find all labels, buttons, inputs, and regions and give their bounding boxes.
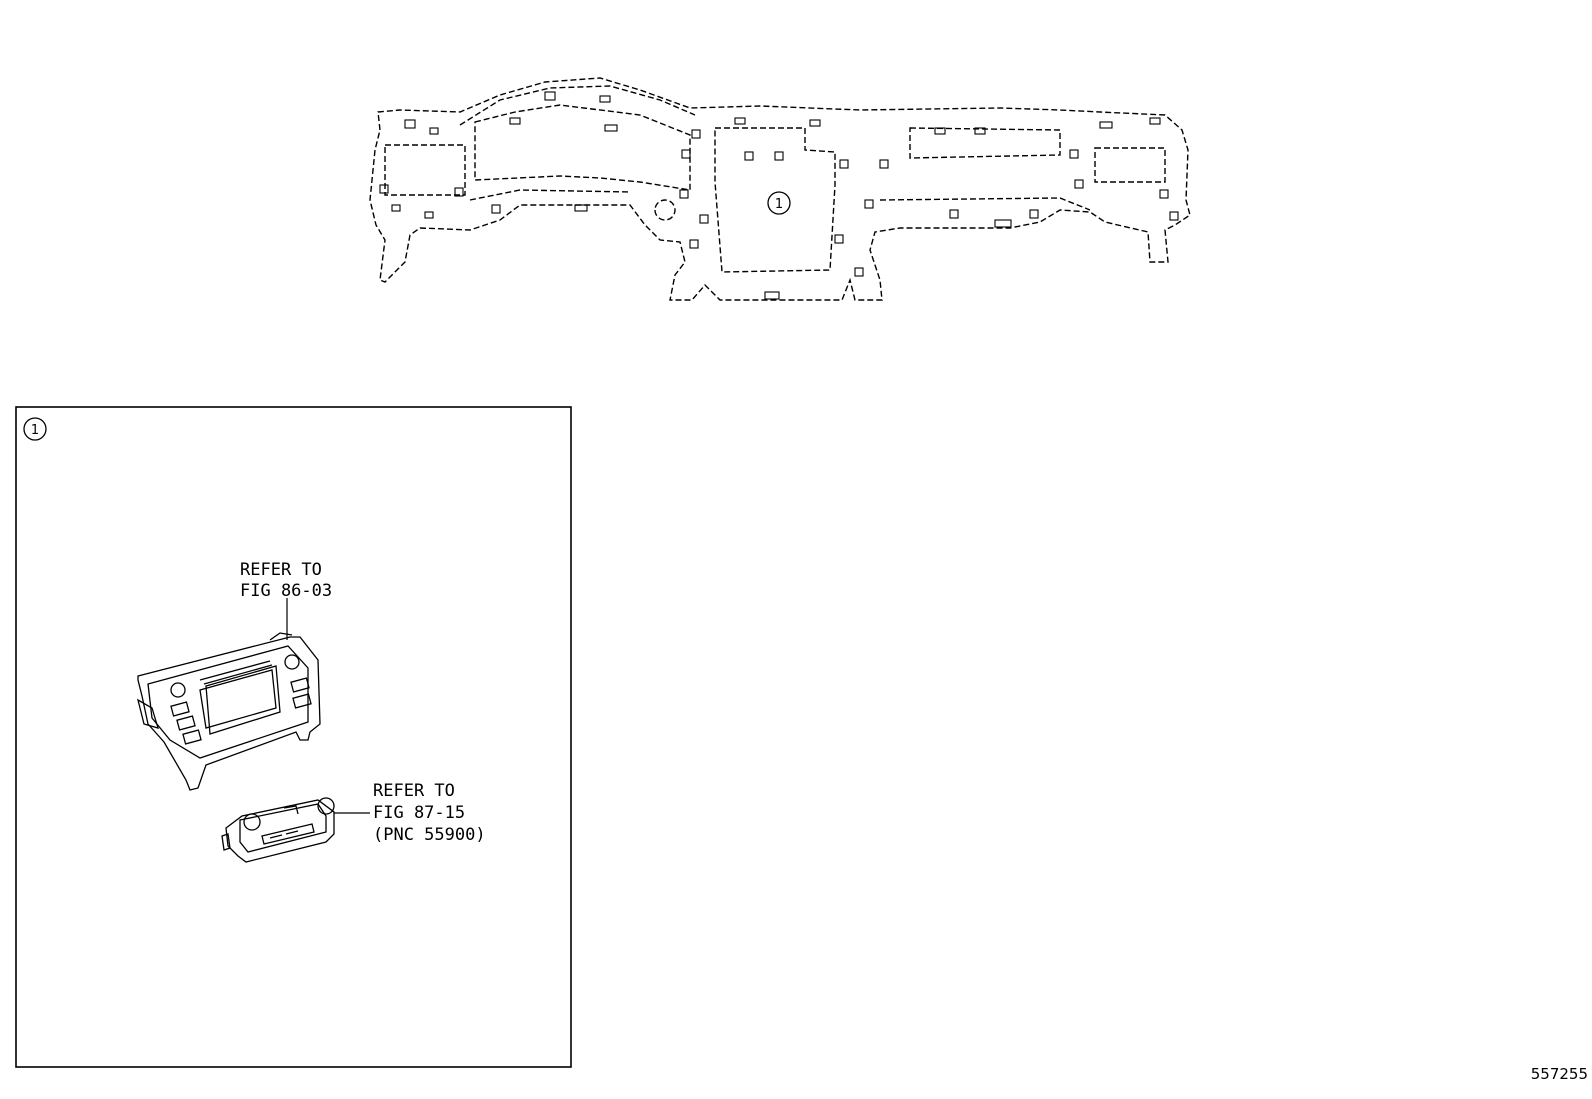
climate-ref-line2[interactable]: FIG 87-15: [373, 803, 465, 823]
callout-1-detail-number: 1: [31, 423, 39, 438]
instrument-panel-clips: [379, 91, 1179, 300]
climate-ref-line3: (PNC 55900): [373, 825, 486, 845]
instrument-panel-outline: [369, 77, 1191, 301]
climate-ref-line1: REFER TO: [373, 781, 455, 801]
callout-1-main[interactable]: 1: [767, 191, 791, 215]
climate-control-unit: [221, 797, 335, 863]
callout-1-main-number: 1: [775, 197, 783, 212]
detail-box: [15, 406, 572, 1068]
callout-1-detail[interactable]: 1: [23, 417, 47, 441]
figure-number: 557255: [1530, 1065, 1588, 1083]
audio-ref-line1: REFER TO: [240, 560, 322, 580]
audio-ref-line2[interactable]: FIG 86-03: [240, 581, 332, 601]
audio-head-unit: [136, 632, 321, 791]
